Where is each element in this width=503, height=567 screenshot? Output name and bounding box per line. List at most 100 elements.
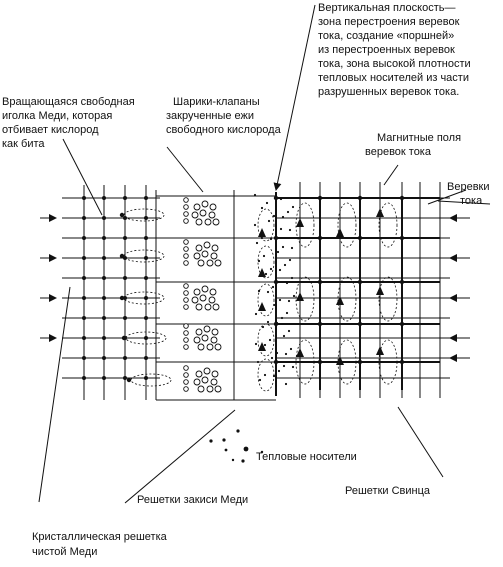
- current-direction-arrow: [296, 348, 304, 357]
- copper-atom: [102, 356, 106, 360]
- rotating-needle-orbit: [123, 208, 165, 222]
- heat-carrier-particle: [263, 343, 267, 347]
- magnetic-field-loop: [337, 339, 357, 385]
- label-magnetic-fields: Магнитные поля веревок тока: [365, 132, 461, 158]
- ball-valve: [193, 203, 201, 211]
- heat-carrier-particle: [271, 285, 275, 289]
- heat-carrier-particle: [281, 215, 285, 219]
- ball-valve: [208, 211, 216, 219]
- ball-valve: [183, 304, 189, 310]
- label-rotating-needle: Вращающаяся свободная иголка Меди, котор…: [2, 96, 135, 150]
- lead-atom: [399, 195, 405, 201]
- ball-valve: [183, 239, 189, 245]
- ball-valve: [183, 290, 189, 296]
- vertical-plane-line-7: разрушенных веревок тока.: [318, 86, 459, 98]
- heat-carrier-particle: [257, 259, 261, 263]
- copper-atom: [144, 236, 148, 240]
- heat-carrier-particle: [266, 290, 270, 294]
- heat-carrier-particle: [275, 351, 279, 355]
- heat-carrier-particle: [260, 206, 264, 210]
- copper-atom: [102, 256, 106, 260]
- piston-arrow: [258, 268, 266, 277]
- magnetic-field-loop: [295, 339, 315, 385]
- ball-valve: [214, 259, 222, 267]
- ball-valve: [183, 365, 189, 371]
- heat-carrier-particle: [279, 197, 283, 201]
- copper-atom: [102, 336, 106, 340]
- magnetic-field-loop: [378, 276, 398, 322]
- lead-atom: [357, 195, 363, 201]
- rotating-needle-orbit: [130, 373, 172, 387]
- piston-arrow: [258, 228, 266, 237]
- ball-valve: [206, 259, 214, 267]
- ball-valve: [183, 379, 189, 385]
- rotating-needle: [119, 253, 125, 259]
- current-direction-arrow: [376, 346, 384, 355]
- heat-carrier-particle: [258, 378, 262, 382]
- ball-valve: [203, 367, 211, 375]
- magnetic-field-loop: [337, 276, 357, 322]
- lead-atom: [317, 195, 323, 201]
- current-direction-arrow: [376, 208, 384, 217]
- lead-atom: [317, 359, 323, 365]
- heat-carrier-particle: [265, 201, 269, 205]
- copper-atom: [102, 236, 106, 240]
- ball-valve: [211, 328, 219, 336]
- ball-valve: [183, 197, 189, 203]
- ball-valve: [203, 325, 211, 333]
- label-copper-oxide-lattice: Решетки закиси Меди: [137, 494, 248, 506]
- heat-carrier-particle: [261, 325, 265, 329]
- ball-valve: [195, 244, 203, 252]
- ball-valve: [214, 343, 222, 351]
- ball-valve: [201, 200, 209, 208]
- rotating-needle-line-2: иголка Меди, которая: [2, 110, 112, 122]
- heat-carrier-particle: [272, 214, 276, 218]
- pure-copper-line-1: Кристаллическая решетка: [32, 531, 168, 543]
- heat-carriers-dots: [209, 429, 264, 463]
- label-lead-lattice: Решетки Свинца: [345, 485, 431, 497]
- current-direction-arrow: [336, 296, 344, 305]
- ball-valves-line-3: свободного кислорода: [166, 124, 282, 136]
- copper-atom: [82, 376, 86, 380]
- rotating-needle-orbit: [123, 291, 165, 305]
- heat-carrier-particle: [278, 268, 282, 272]
- ball-valves-line-2: закрученные ежи: [166, 110, 254, 122]
- magnetic-fields-line-1: Магнитные поля: [377, 132, 461, 144]
- ball-valve: [209, 203, 217, 211]
- copper-atom: [102, 296, 106, 300]
- heat-carrier-particle: [255, 241, 259, 245]
- heat-carrier-particle: [270, 356, 274, 360]
- ball-valve: [206, 385, 214, 393]
- rotating-needle: [119, 295, 125, 301]
- copper-atom: [123, 356, 127, 360]
- copper-atom: [123, 236, 127, 240]
- heat-carrier-particle: [253, 193, 257, 197]
- piston-loop: [257, 208, 275, 242]
- heat-carrier-particle: [283, 263, 287, 267]
- ball-valve: [197, 259, 205, 267]
- copper-atom: [82, 336, 86, 340]
- heat-carrier-particle: [290, 276, 294, 280]
- heat-carrier-particle: [287, 299, 291, 303]
- piston-loop: [257, 323, 275, 357]
- copper-oxide-lattice: [119, 190, 276, 401]
- heat-carrier-particle: [284, 382, 288, 386]
- magnetic-field-loop: [378, 339, 398, 385]
- vertical-plane-zone: [253, 192, 296, 396]
- ball-valve: [201, 250, 209, 258]
- copper-atom: [144, 196, 148, 200]
- current-direction-arrow: [376, 286, 384, 295]
- label-current-ropes: Веревки тока: [447, 181, 490, 207]
- ball-valve: [183, 323, 189, 329]
- heat-carrier-particle: [276, 280, 280, 284]
- copper-atom: [82, 356, 86, 360]
- heat-carrier-particle: [277, 369, 281, 373]
- ball-valve: [212, 303, 220, 311]
- heat-carrier-particle: [273, 303, 277, 307]
- copper-atom: [123, 316, 127, 320]
- current-direction-arrow: [296, 218, 304, 227]
- rotating-needle: [121, 335, 127, 341]
- ball-valve: [197, 385, 205, 393]
- heat-carrier-particle: [266, 320, 270, 324]
